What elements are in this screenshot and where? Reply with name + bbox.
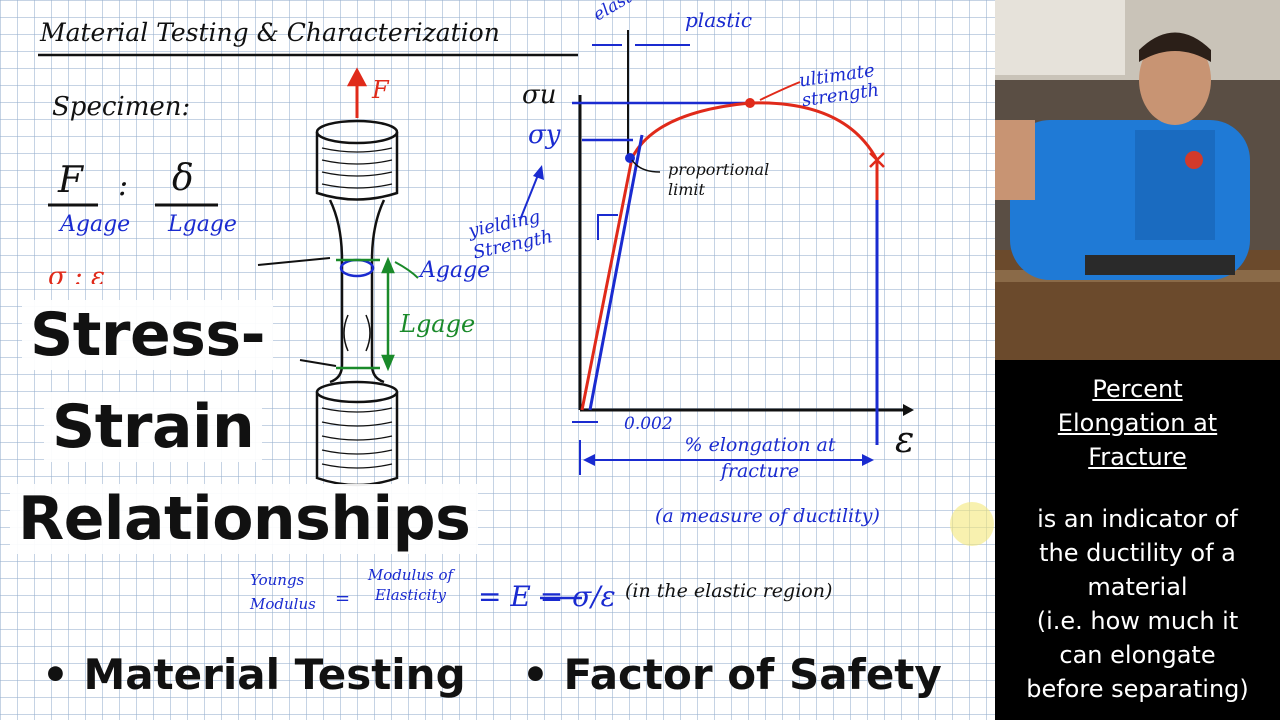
- youngs-note: (in the elastic region): [625, 580, 833, 602]
- video-frame: [995, 0, 1280, 360]
- presenter-head: [1139, 35, 1211, 125]
- bullet-list: • Material Testing • Factor of Safety: [0, 650, 995, 720]
- caption-body-line: material: [1087, 573, 1188, 601]
- strain-axis-label: ε: [895, 420, 915, 461]
- sigma-y-label: σy: [528, 120, 561, 150]
- caption-body-line: before separating): [1026, 675, 1249, 703]
- caption-body-line: is an indicator of: [1037, 505, 1238, 533]
- youngs-middle: Modulus of Elasticity: [367, 566, 454, 604]
- sigma-u-label: σu: [522, 80, 557, 110]
- specimen-drawing: [257, 67, 419, 487]
- instructor-video: [995, 0, 1280, 360]
- bullet-factor-of-safety: • Factor of Safety: [522, 650, 942, 699]
- elongation-label: % elongation at fracture: [684, 434, 836, 482]
- whiteboard-drawing: [38, 30, 994, 600]
- stress-strain-graph: [519, 30, 914, 475]
- caption-body-line: can elongate: [1059, 641, 1216, 669]
- youngs-equals: =: [335, 588, 351, 609]
- offset-label: 0.002: [624, 414, 673, 434]
- delta-numerator: δ: [172, 158, 194, 199]
- f-numerator: F: [58, 160, 83, 201]
- f-denominator: Agage: [60, 212, 131, 237]
- area-label: Agage: [420, 258, 491, 283]
- title-line-2: Strain: [44, 392, 263, 462]
- offset-line: [588, 134, 644, 411]
- force-arrowhead: [346, 67, 368, 87]
- strain-axis-arrowhead: [903, 404, 914, 416]
- proportional-limit-label: proportional limit: [668, 160, 770, 199]
- caption-heading: Percent Elongation at Fracture: [995, 372, 1280, 474]
- caption-body: is an indicator of the ductility of a ma…: [995, 502, 1280, 706]
- title-overlay: Stress- Strain Relationships: [10, 300, 510, 560]
- caption-heading-line: Fracture: [1088, 443, 1187, 471]
- ratio-colon: :: [118, 168, 129, 203]
- length-label: Lgage: [400, 310, 476, 338]
- youngs-formula: = E = σ/ε: [478, 580, 616, 613]
- cursor-highlight: [950, 502, 994, 546]
- caption-body-line: (i.e. how much it: [1036, 607, 1239, 635]
- stress-strain-curve: [580, 101, 879, 411]
- force-label: F: [372, 76, 389, 104]
- whiteboard: Material Testing & Characterization Spec…: [0, 0, 995, 720]
- youngs-left: Youngs Modulus: [250, 571, 316, 613]
- bullet-material-testing: • Material Testing: [42, 650, 466, 699]
- fracture-mark: [869, 152, 885, 168]
- delta-denominator: Lgage: [168, 212, 237, 237]
- ultimate-point: [745, 98, 755, 108]
- caption-heading-line: Percent: [1092, 375, 1183, 403]
- specimen-label: Specimen:: [52, 92, 191, 122]
- plastic-label: plastic: [685, 8, 753, 32]
- caption-body-line: the ductility of a: [1039, 539, 1236, 567]
- caption-panel: Percent Elongation at Fracture is an ind…: [995, 360, 1280, 720]
- caption-heading-line: Elongation at: [1057, 409, 1218, 437]
- ductility-note: (a measure of ductility): [655, 505, 880, 527]
- board-heading: Material Testing & Characterization: [40, 18, 500, 47]
- title-line-3: Relationships: [10, 484, 479, 554]
- title-line-1: Stress-: [22, 300, 274, 370]
- stress-partial: σ : ε: [48, 262, 105, 284]
